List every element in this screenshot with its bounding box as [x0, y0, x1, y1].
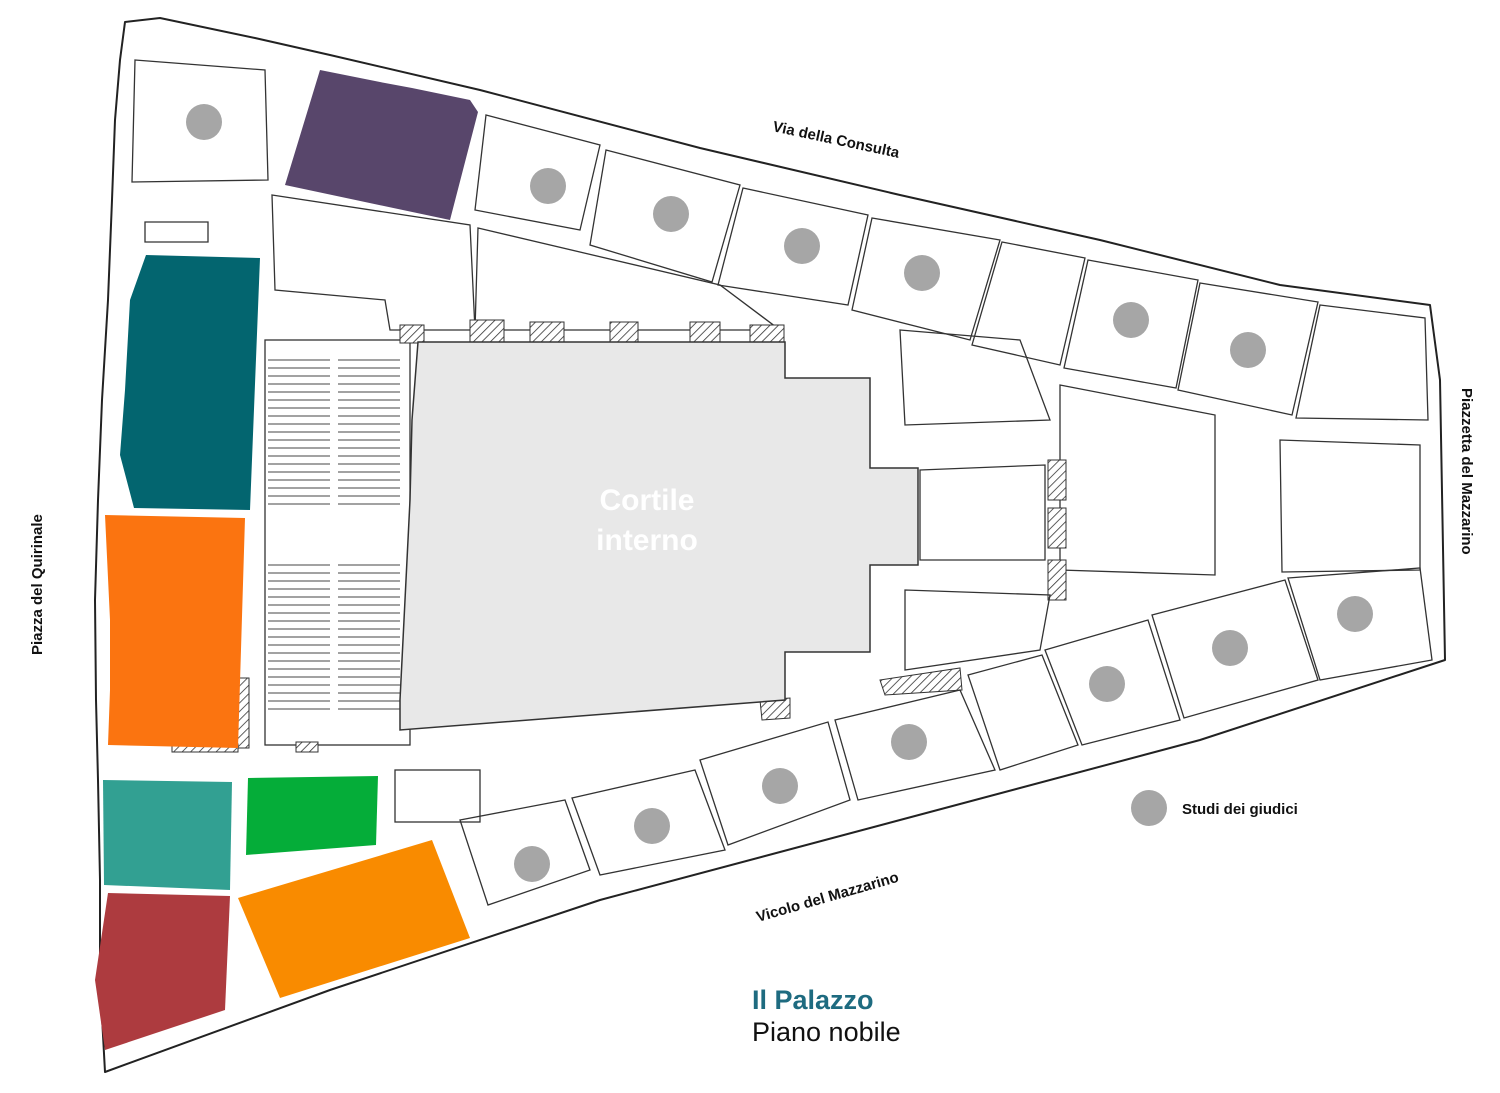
judge-study-marker-9 — [1212, 630, 1248, 666]
judge-study-marker-11 — [891, 724, 927, 760]
judge-study-marker-14 — [514, 846, 550, 882]
map-title: Il Palazzo — [752, 985, 874, 1015]
legend-marker-icon — [1131, 790, 1167, 826]
judge-study-marker-12 — [762, 768, 798, 804]
courtyard-label-line1: Cortile — [599, 484, 694, 517]
courtyard-label-line2: interno — [596, 524, 698, 557]
judge-study-marker-3 — [653, 196, 689, 232]
judges-studies-markers — [186, 104, 1373, 882]
legend: Studi dei giudici — [1131, 790, 1298, 826]
grand-staircase — [264, 339, 411, 746]
judge-study-marker-10 — [1089, 666, 1125, 702]
map-subtitle: Piano nobile — [752, 1017, 901, 1047]
room-orange-bottom — [238, 840, 470, 998]
courtyard — [399, 341, 919, 731]
judge-study-marker-2 — [530, 168, 566, 204]
judge-study-marker-6 — [1113, 302, 1149, 338]
street-label-east: Piazzetta del Mazzarino — [1458, 388, 1475, 555]
south-wing-rooms — [394, 464, 1433, 906]
legend-label-judges-studies: Studi dei giudici — [1182, 801, 1298, 818]
judge-study-marker-5 — [904, 255, 940, 291]
street-label-north: Via della Consulta — [771, 118, 901, 162]
judge-study-marker-4 — [784, 228, 820, 264]
judge-study-marker-1 — [186, 104, 222, 140]
room-green — [246, 776, 378, 855]
street-label-south: Vicolo del Mazzarino — [754, 869, 900, 926]
judge-study-marker-7 — [1230, 332, 1266, 368]
room-red — [95, 893, 230, 1050]
room-teal-dark — [120, 255, 260, 510]
street-label-west: Piazza del Quirinale — [29, 514, 46, 655]
judge-study-marker-8 — [1337, 596, 1373, 632]
room-orange-left — [105, 515, 245, 748]
room-purple — [285, 70, 478, 220]
judge-study-marker-13 — [634, 808, 670, 844]
hatched-walls — [171, 319, 1067, 753]
room-teal-light — [103, 780, 232, 890]
